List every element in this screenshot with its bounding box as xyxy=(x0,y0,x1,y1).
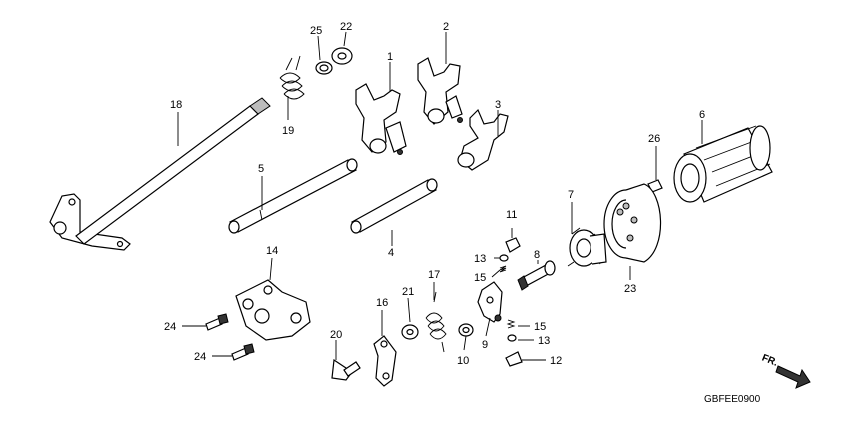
part-5-fork-shaft xyxy=(228,158,358,234)
callout-15-upper: 15 xyxy=(474,272,486,284)
callout-7: 7 xyxy=(568,189,574,201)
callout-3: 3 xyxy=(495,99,501,111)
front-arrow: FR. xyxy=(760,353,811,389)
part-23-bearing xyxy=(603,183,662,263)
callout-1: 1 xyxy=(387,51,393,63)
leader-lines xyxy=(177,31,703,361)
callout-4: 4 xyxy=(388,247,394,259)
callout-17: 17 xyxy=(428,269,440,281)
part-16-arm xyxy=(373,335,397,387)
callout-12: 12 xyxy=(550,355,562,367)
callout-13-lower: 13 xyxy=(538,335,550,347)
part-2-shift-fork xyxy=(417,57,463,125)
callout-14: 14 xyxy=(266,245,278,257)
callout-11: 11 xyxy=(506,209,517,221)
part-22-washer-hole xyxy=(337,52,347,60)
callout-16: 16 xyxy=(376,297,388,309)
callout-15-lower: 15 xyxy=(534,321,546,333)
front-arrow-label: FR. xyxy=(760,353,779,369)
part-9-stopper-arm xyxy=(477,281,503,323)
part-8-bolt xyxy=(517,260,556,291)
part-20-bolt xyxy=(331,358,361,381)
part-24-bolt-lower xyxy=(231,343,255,361)
part-12-plunger xyxy=(505,351,523,367)
part-13-pin-lower xyxy=(507,334,517,342)
callout-18: 18 xyxy=(170,99,182,111)
part-10-collar xyxy=(458,323,474,337)
part-13-pin xyxy=(499,254,509,262)
part-18-gearshift-spindle xyxy=(49,97,271,251)
callout-20: 20 xyxy=(330,329,342,341)
part-19-return-spring xyxy=(279,55,305,100)
part-15-spring-lower xyxy=(506,319,516,329)
callout-23: 23 xyxy=(624,283,636,295)
part-1-shift-fork xyxy=(355,83,407,155)
callout-26: 26 xyxy=(648,133,660,145)
callout-labels: 1 2 3 4 5 6 7 8 9 10 11 12 13 13 14 15 1… xyxy=(164,21,705,367)
part-14-plate xyxy=(235,279,311,341)
callout-22: 22 xyxy=(340,21,352,33)
callout-9: 9 xyxy=(482,339,488,351)
part-17-spring xyxy=(425,291,447,353)
callout-6: 6 xyxy=(699,109,705,121)
part-15-spring xyxy=(499,265,507,273)
callout-5: 5 xyxy=(258,163,264,175)
callout-24-upper: 24 xyxy=(164,321,176,333)
callout-13-upper: 13 xyxy=(474,253,486,265)
callout-24-lower: 24 xyxy=(194,351,206,363)
part-25-circlip-inner xyxy=(319,64,329,72)
part-6-gearshift-drum xyxy=(673,125,773,203)
part-24-bolt-upper xyxy=(205,313,229,331)
part-4-fork-shaft xyxy=(350,178,438,234)
part-11-plunger xyxy=(505,237,521,253)
diagram-code: GBFEE0900 xyxy=(704,394,761,405)
callout-10: 10 xyxy=(457,355,469,367)
callout-25: 25 xyxy=(310,25,322,37)
part-21-washer xyxy=(401,324,419,340)
part-3-shift-fork xyxy=(457,108,509,171)
callout-21: 21 xyxy=(402,286,414,298)
part-7-drum-center xyxy=(567,227,607,267)
callout-19: 19 xyxy=(282,125,294,137)
callout-2: 2 xyxy=(443,21,449,33)
callout-8: 8 xyxy=(534,249,540,261)
